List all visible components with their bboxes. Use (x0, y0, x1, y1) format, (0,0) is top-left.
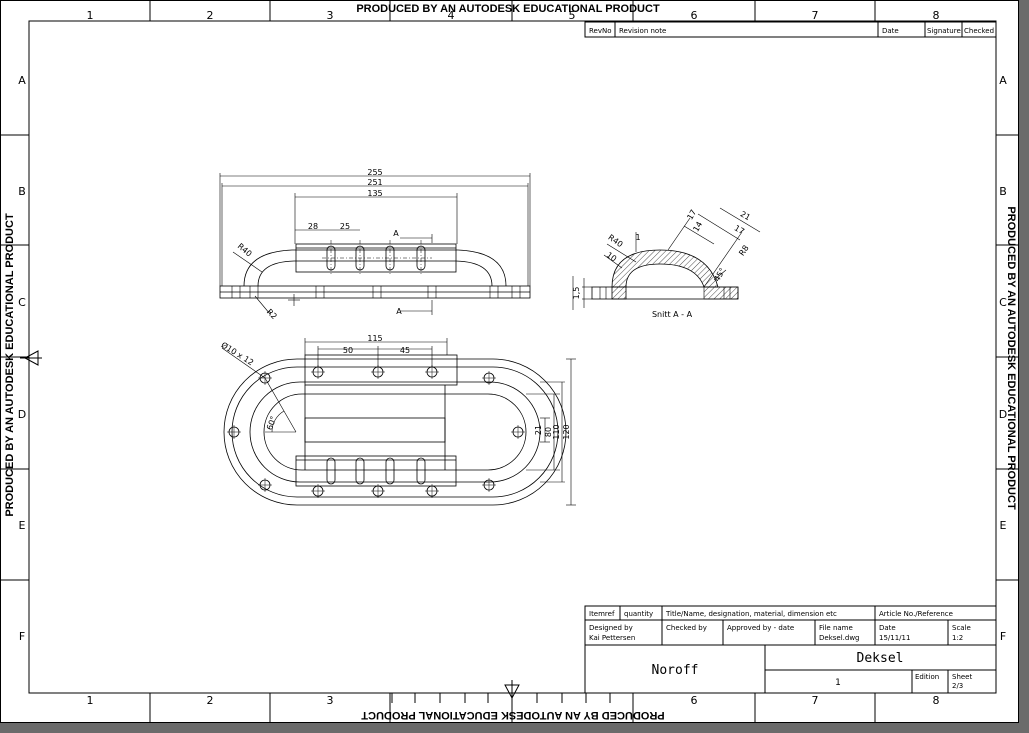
centering-marks (20, 350, 520, 700)
zone-ticks (0, 0, 1019, 723)
date-label: Date (879, 624, 896, 632)
rev-checked-header: Checked (964, 27, 994, 35)
watermark-left: PRODUCED BY AN AUTODESK EDUCATIONAL PROD… (4, 213, 16, 517)
approved-by-label: Approved by - date (727, 624, 794, 632)
dim-80: 80 (544, 427, 553, 437)
dim-r2: R2 (265, 307, 279, 321)
file-name-value: Deksel.dwg (819, 634, 860, 642)
section-dim-17a: 17 (685, 208, 698, 221)
article-header: Article No./Reference (879, 610, 953, 618)
dim-50: 50 (343, 346, 353, 355)
zone-col-2-bottom: 2 (207, 694, 214, 707)
front-view (219, 173, 531, 315)
section-dim-r40: R40 (606, 233, 624, 249)
watermark-top: PRODUCED BY AN AUTODESK EDUCATIONAL PROD… (356, 3, 660, 15)
inner-border (28, 20, 997, 694)
date-value: 15/11/11 (879, 634, 910, 642)
quantity-header: quantity (624, 610, 653, 618)
section-marker-top: A (393, 229, 399, 238)
dim-120: 120 (562, 424, 571, 439)
zone-row-f-left: F (19, 630, 25, 643)
zone-col-7-bottom: 7 (812, 694, 819, 707)
zone-row-b-right: B (999, 185, 1007, 198)
dim-hole-pattern: Ø10 x 12 (219, 340, 255, 368)
revision-table: RevNo Revision note Date Signature Check… (584, 21, 997, 38)
zone-row-c-left: C (18, 296, 26, 309)
rev-date-header: Date (882, 27, 899, 35)
zone-labels: 1 2 3 4 5 6 7 8 1 2 3 6 7 8 A B C D E F … (18, 9, 1007, 707)
zone-col-1-top: 1 (87, 9, 94, 22)
designed-by-value: Kai Pettersen (589, 634, 635, 642)
zone-row-d-right: D (999, 408, 1007, 421)
zone-col-1-bottom: 1 (87, 694, 94, 707)
zone-col-6-top: 6 (691, 9, 698, 22)
section-dim-21: 21 (739, 209, 752, 222)
outer-border (0, 0, 1019, 723)
watermark-bottom: PRODUCED BY AN AUTODESK EDUCATIONAL PROD… (361, 709, 665, 721)
dim-110: 110 (552, 424, 561, 439)
zone-col-5-top: 5 (569, 9, 576, 22)
drawing-sheet: PRODUCED BY AN AUTODESK EDUCATIONAL PROD… (0, 0, 1019, 723)
zone-row-a-right: A (999, 74, 1007, 87)
scale-label: Scale (952, 624, 971, 632)
bottom-ruler (391, 693, 611, 703)
zone-col-4-top: 4 (448, 9, 455, 22)
rev-no-header: RevNo (589, 27, 612, 35)
zone-row-e-right: E (1000, 519, 1007, 532)
zone-row-c-right: C (999, 296, 1007, 309)
scale-value: 1:2 (952, 634, 963, 642)
section-dim-1-5: 1,5 (572, 287, 581, 300)
section-marker-bottom: A (396, 307, 402, 316)
zone-col-3-top: 3 (327, 9, 334, 22)
section-view (572, 207, 761, 310)
section-dim-1: 1 (635, 233, 640, 242)
dim-115: 115 (367, 334, 382, 343)
section-label: Snitt A - A (652, 310, 693, 319)
item-no-header: Itemref (589, 610, 615, 618)
zone-col-7-top: 7 (812, 9, 819, 22)
dim-21: 21 (534, 425, 543, 435)
file-name-label: File name (819, 624, 853, 632)
zone-col-8-bottom: 8 (933, 694, 940, 707)
drawing-number: 1 (835, 678, 841, 688)
section-dim-10: 10 (605, 250, 619, 263)
zone-col-3-bottom: 3 (327, 694, 334, 707)
dim-251: 251 (367, 178, 382, 187)
dim-45: 45 (400, 346, 410, 355)
designed-by-label: Designed by (589, 624, 633, 632)
zone-col-8-top: 8 (933, 9, 940, 22)
zone-row-e-left: E (19, 519, 26, 532)
rev-signature-header: Signature (927, 27, 961, 35)
section-dim-14: 14 (691, 220, 704, 233)
watermark-right: PRODUCED BY AN AUTODESK EDUCATIONAL PROD… (1005, 206, 1017, 510)
zone-col-2-top: 2 (207, 9, 214, 22)
technical-drawing: PRODUCED BY AN AUTODESK EDUCATIONAL PROD… (0, 0, 1019, 723)
title-header: Title/Name, designation, material, dimen… (665, 610, 837, 618)
dim-28: 28 (308, 222, 318, 231)
section-dim-45-degrees: 45° (712, 266, 727, 283)
top-view (221, 338, 576, 506)
top-view-labels: 115 50 45 Ø10 x 12 60° 21 80 110 120 (219, 334, 571, 440)
company-name: Noroff (652, 663, 699, 678)
dim-25: 25 (340, 222, 350, 231)
rev-note-header: Revision note (619, 27, 666, 35)
part-title: Deksel (857, 651, 904, 666)
zone-row-d-left: D (18, 408, 26, 421)
zone-row-a-left: A (18, 74, 26, 87)
sheet-value: 2/3 (952, 682, 963, 690)
section-dim-r8: R8 (737, 244, 750, 258)
sheet-label: Sheet (952, 673, 972, 681)
section-dim-17b: 17 (733, 223, 746, 236)
edition-label: Edition (915, 673, 939, 681)
zone-row-f-right: F (1000, 630, 1006, 643)
title-block: Itemref quantity Title/Name, designation… (584, 605, 997, 694)
dim-135: 135 (367, 189, 382, 198)
zone-col-6-bottom: 6 (691, 694, 698, 707)
zone-row-b-left: B (18, 185, 26, 198)
checked-by-label: Checked by (666, 624, 707, 632)
dim-255: 255 (367, 168, 382, 177)
